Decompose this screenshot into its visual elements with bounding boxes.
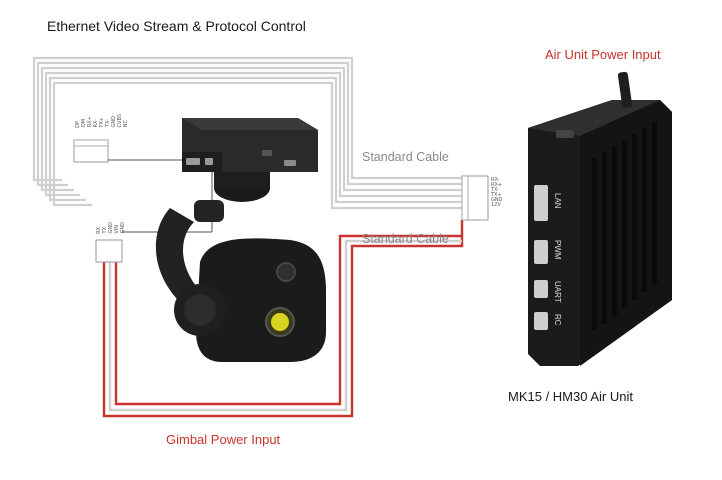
port-label-pwm: PWM <box>553 240 562 260</box>
camera-ethernet-pin-labels: DPDMRX+RX-TX+TX-GNDCVBSNC <box>75 114 129 128</box>
gimbal-power-label: Gimbal Power Input <box>166 432 281 447</box>
standard-cable-label-top: Standard Cable <box>362 150 449 164</box>
standard-cable-label-bottom: Standard Cable <box>362 232 449 246</box>
air-unit-pin-connector <box>461 175 489 221</box>
air-unit-name: MK15 / HM30 Air Unit <box>508 389 633 404</box>
air-unit-device <box>528 71 672 366</box>
gimbal-power-cable <box>102 220 464 418</box>
ethernet-cable-bundle <box>32 56 462 210</box>
camera-ethernet-connector <box>73 139 186 163</box>
page-title: Ethernet Video Stream & Protocol Control <box>47 18 306 34</box>
air-unit-power-label: Air Unit Power Input <box>545 47 661 62</box>
port-label-rc: RC <box>553 314 562 326</box>
camera-uart-pin-labels: RXTXGNDVINGND <box>96 222 126 234</box>
port-label-uart: UART <box>553 281 562 303</box>
gimbal-camera <box>155 118 326 362</box>
port-label-lan: LAN <box>553 193 562 209</box>
